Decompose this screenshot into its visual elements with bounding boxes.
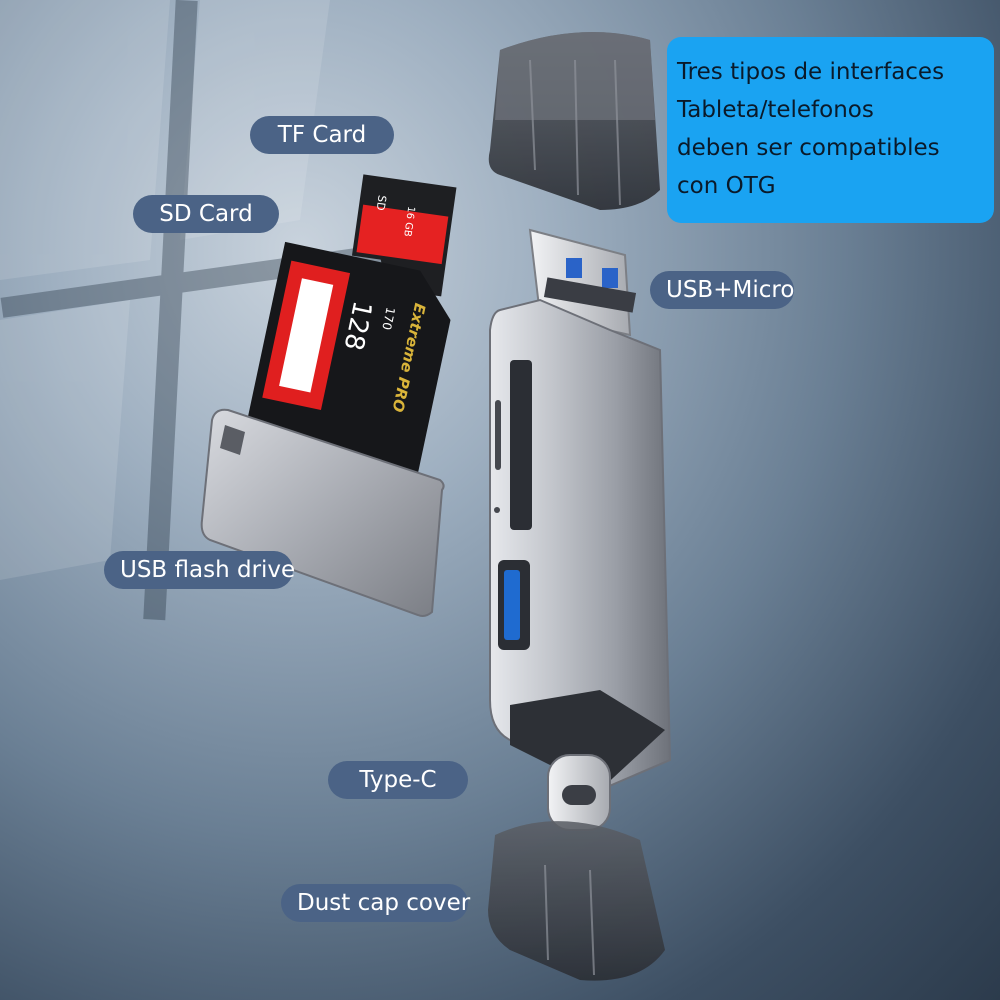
callout-line-1: Tres tipos de interfaces (677, 59, 945, 85)
tf-card-label: SD (374, 194, 389, 211)
usb-micro-pill: USB+Micro (650, 271, 794, 309)
compatibility-callout: Tres tipos de interfaces Tableta/telefon… (667, 37, 994, 223)
sd-card-speed: 170 (379, 306, 397, 331)
bottom-dust-cap (488, 821, 665, 981)
callout-line-3: deben ser compatibles (677, 135, 940, 161)
usb-flash-drive-pill: USB flash drive (104, 551, 295, 589)
tf-card: SD 16 GB (351, 174, 457, 297)
dust-cap-cover-pill: Dust cap cover (281, 884, 470, 922)
top-dust-cap (488, 32, 660, 210)
type-c-pill: Type-C (328, 761, 468, 799)
usb-flash-drive (200, 408, 445, 617)
sd-card-pill: SD Card (133, 195, 279, 233)
tf-card-pill: TF Card (250, 116, 394, 154)
callout-line-2: Tableta/telefonos (677, 97, 874, 123)
card-reader-body (489, 298, 672, 792)
tf-card-capacity: 16 GB (401, 206, 416, 238)
type-c-connector (547, 754, 611, 831)
callout-line-4: con OTG (677, 173, 776, 199)
